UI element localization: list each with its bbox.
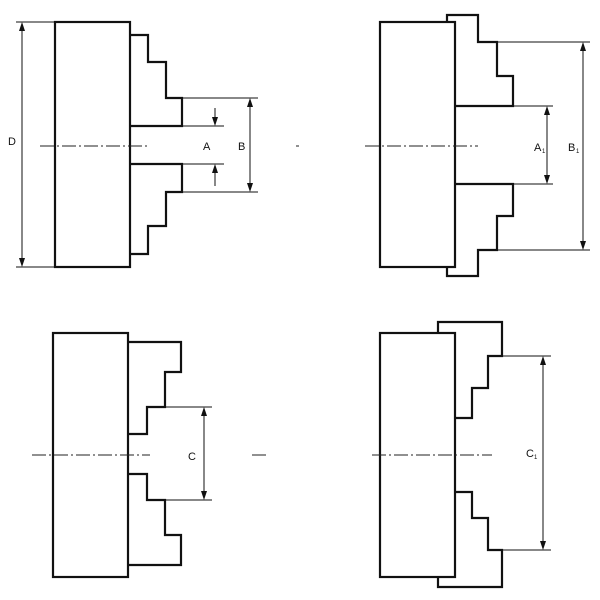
figure-top-left: D A B	[8, 20, 299, 269]
label-b1: B	[568, 142, 575, 154]
arrow-icon	[540, 356, 546, 365]
arrow-icon	[212, 164, 218, 173]
label-c1-subscript: 1	[534, 455, 538, 461]
arrow-icon	[212, 117, 218, 126]
arrow-icon	[201, 491, 207, 500]
jaw-lower-top-right	[445, 182, 515, 278]
arrow-icon	[544, 175, 550, 184]
figure-bottom-right: C 1	[372, 320, 551, 589]
arrow-icon	[544, 106, 550, 115]
label-c: C	[188, 451, 196, 463]
chuck-body-top-left	[53, 20, 132, 269]
arrow-icon	[247, 183, 253, 192]
jaw-upper-top-right	[445, 13, 515, 108]
label-b1-subscript: 1	[576, 149, 580, 155]
arrow-icon	[247, 98, 253, 107]
jaw-lower-top-left	[130, 162, 184, 256]
figure-bottom-left: C	[32, 331, 268, 579]
jaw-upper-bottom-right	[436, 320, 504, 420]
arrow-icon	[540, 541, 546, 550]
label-b: B	[238, 141, 245, 153]
label-d: D	[8, 136, 16, 148]
arrow-icon	[19, 258, 25, 267]
jaw-upper-top-left	[130, 33, 184, 128]
label-a1-subscript: 1	[542, 149, 546, 155]
jaw-lower-bottom-left	[128, 472, 183, 567]
chuck-body-top-right	[378, 20, 457, 269]
arrow-icon	[201, 407, 207, 416]
label-c1: C	[526, 448, 534, 460]
arrow-icon	[19, 22, 25, 31]
jaw-upper-bottom-left	[128, 340, 183, 436]
figure-top-right: A 1 B 1	[365, 13, 590, 278]
arrow-icon	[580, 241, 586, 250]
arrow-icon	[580, 42, 586, 51]
label-a1: A	[534, 142, 542, 154]
label-a: A	[203, 141, 211, 153]
jaw-lower-bottom-right	[436, 490, 504, 589]
